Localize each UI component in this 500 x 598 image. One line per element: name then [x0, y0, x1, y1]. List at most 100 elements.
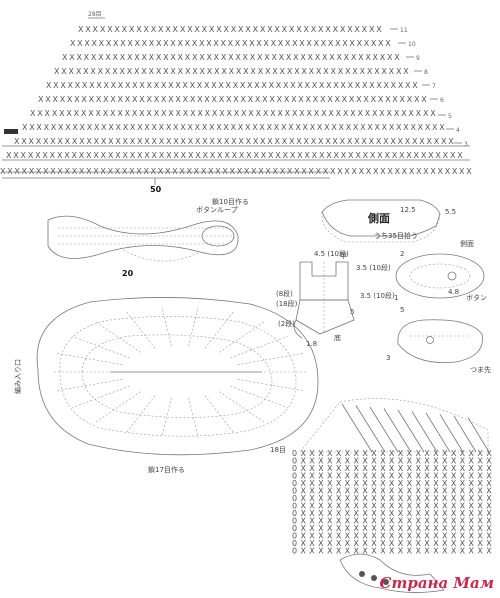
- bow-annotation: 鎖10目作る: [212, 197, 249, 206]
- upper-stitch-row: 0XXXXXXXXXXXXXXXXXXXXXX: [292, 517, 492, 526]
- top-chart-stitch-count: 50: [150, 185, 162, 194]
- sole-inner-outline: [81, 334, 273, 418]
- bow-stitch-count: 20: [122, 269, 134, 278]
- side-panel-label: 5.5: [445, 208, 456, 216]
- sole-spoke: [204, 311, 234, 349]
- toe-cap-shape: [339, 553, 445, 593]
- sole-spoke: [237, 353, 303, 365]
- views-label: 3: [386, 354, 390, 362]
- stitch-row: XXXXXXXXXXXXXXXXXXXXXXXXXXXXXXXXXXXXXXXX…: [54, 67, 409, 76]
- upper-stitch-row: 0XXXXXXXXXXXXXXXXXXXXXX: [292, 524, 492, 533]
- fan-line: [341, 403, 373, 453]
- start-marker: [4, 129, 18, 134]
- assembly-label: 底: [334, 333, 341, 342]
- finished-shoe-views: 側面 ボタン 4.8 2 5 1 3 つま先: [386, 239, 491, 374]
- assembly-label: 3.5 (10段): [356, 263, 391, 272]
- base-rows: [2, 145, 470, 185]
- upper-chart-rows: 0XXXXXXXXXXXXXXXXXXXXXX0XXXXXXXXXXXXXXXX…: [292, 449, 492, 556]
- views-label: ボタン: [466, 293, 487, 302]
- views-label: つま先: [470, 365, 491, 374]
- assembly-label: 4.5 (10段): [314, 249, 349, 258]
- sole-spoke: [204, 395, 234, 433]
- toe-piece-outline: [295, 299, 355, 335]
- row-number: 10: [408, 41, 416, 48]
- upper-chart-fan: [299, 398, 490, 453]
- sole-spoke: [126, 395, 156, 433]
- fan-line: [369, 406, 399, 453]
- bow-stitch-chart: ボタンループ 鎖10目作る 20: [47, 197, 249, 278]
- upper-stitch-row: 0XXXXXXXXXXXXXXXXXXXXXX: [292, 502, 492, 511]
- bow-annotation: ボタンループ: [196, 205, 238, 214]
- fan-line: [355, 405, 386, 453]
- fan-line: [383, 408, 412, 453]
- stitch-rows: XXXXXXXXXXXXXXXXXXXXXXXXXXXXXXXXXXXXXXXX…: [0, 25, 472, 176]
- stitch-dot: [371, 575, 377, 581]
- views-label: 5: [400, 306, 404, 314]
- sole-spoke: [72, 385, 130, 408]
- fan-line: [397, 409, 425, 453]
- row-number: 9: [416, 55, 420, 62]
- upper-stitch-row: 0XXXXXXXXXXXXXXXXXXXXXX: [292, 547, 492, 556]
- sole-spoke: [57, 379, 123, 391]
- sole-start-label: 鎖17目作る: [148, 465, 185, 474]
- button-loop-ring: [201, 225, 235, 247]
- upper-stitch-row: 0XXXXXXXXXXXXXXXXXXXXXX: [292, 464, 492, 473]
- fan-line: [467, 417, 490, 453]
- assembly-curve: [293, 319, 303, 339]
- stitch-row: XXXXXXXXXXXXXXXXXXXXXXXXXXXXXXXXXXXXXXXX…: [30, 109, 436, 118]
- sole-spoke: [219, 391, 264, 423]
- stitch-row: XXXXXXXXXXXXXXXXXXXXXXXXXXXXXXXXXXXXXXXX…: [14, 137, 454, 146]
- sole-spoke: [57, 353, 123, 365]
- sole-spoke: [188, 397, 199, 438]
- bow-outline: [47, 215, 239, 259]
- side-panel-title: 側面: [367, 211, 390, 225]
- fan-outline: [299, 398, 489, 453]
- row-number: 3: [464, 141, 468, 148]
- views-label: 2: [400, 250, 404, 258]
- side-panel-outline: [321, 199, 441, 237]
- row-number: 6: [440, 97, 444, 104]
- site-watermark: Страна Мам: [379, 574, 494, 592]
- stitch-row: XXXXXXXXXXXXXXXXXXXXXXXXXXXXXXXXXXXXXXXX…: [22, 123, 445, 132]
- sole-spoke: [126, 311, 156, 349]
- upper-stitch-row: 0XXXXXXXXXXXXXXXXXXXXXX: [292, 479, 492, 488]
- sole-spoke: [161, 397, 172, 438]
- sole-stitch-chart: 鎖17目作る 編み入り口 18目: [13, 297, 319, 474]
- upper-stitch-row: 0XXXXXXXXXXXXXXXXXXXXXX: [292, 509, 492, 518]
- assembly-label: 3.5 (10段): [360, 291, 395, 300]
- side-panel-lower: [321, 211, 441, 243]
- sole-spoke: [237, 379, 303, 391]
- upper-stitch-row: 0XXXXXXXXXXXXXXXXXXXXXX: [292, 494, 492, 503]
- stitch-row: XXXXXXXXXXXXXXXXXXXXXXXXXXXXXXXXXXXXXXXX…: [6, 151, 463, 160]
- row-number: 7: [432, 83, 436, 90]
- stitch-row: XXXXXXXXXXXXXXXXXXXXXXXXXXXXXXXXXXXXXXXX…: [46, 81, 418, 90]
- sole-stitch-spokes: [52, 306, 308, 438]
- views-label: 側面: [460, 239, 474, 248]
- side-panel-label: 12.5: [400, 206, 416, 214]
- shoe-top-view: [395, 253, 485, 299]
- sole-outline: [36, 297, 319, 456]
- assembly-label: 5: [350, 308, 354, 316]
- row-number: 4: [456, 127, 460, 134]
- fan-line: [425, 412, 451, 453]
- upper-stitch-row: 0XXXXXXXXXXXXXXXXXXXXXX: [292, 457, 492, 466]
- stitch-dot: [383, 579, 389, 585]
- views-label: 1: [394, 294, 398, 302]
- bow-rows: [58, 227, 232, 245]
- assembly-label: (18段): [276, 299, 298, 308]
- stitch-row: XXXXXXXXXXXXXXXXXXXXXXXXXXXXXXXXXXXXXXXX…: [70, 39, 391, 48]
- bow-lower-curve: [119, 247, 201, 262]
- shoe-side-view: [397, 319, 483, 363]
- stitch-row: XXXXXXXXXXXXXXXXXXXXXXXXXXXXXXXXXXXXXXXX…: [62, 53, 400, 62]
- assembly-diagram: 4.5 (10段) 3.5 (10段) 3.5 (10段) (8段) (18段)…: [276, 249, 395, 348]
- fan-line: [439, 414, 464, 453]
- assembly-label: 1.8: [306, 340, 317, 348]
- sole-spoke: [161, 306, 172, 347]
- views-label: 4.8: [448, 288, 459, 296]
- upper-stitch-row: 0XXXXXXXXXXXXXXXXXXXXXX: [292, 532, 492, 541]
- stitch-row: XXXXXXXXXXXXXXXXXXXXXXXXXXXXXXXXXXXXXXXX…: [38, 95, 427, 104]
- assembly-label: 甲: [340, 252, 347, 260]
- sole-end-label: 18目: [270, 446, 286, 454]
- stitch-row: XXXXXXXXXXXXXXXXXXXXXXXXXXXXXXXXXXXXXXXX…: [0, 167, 472, 176]
